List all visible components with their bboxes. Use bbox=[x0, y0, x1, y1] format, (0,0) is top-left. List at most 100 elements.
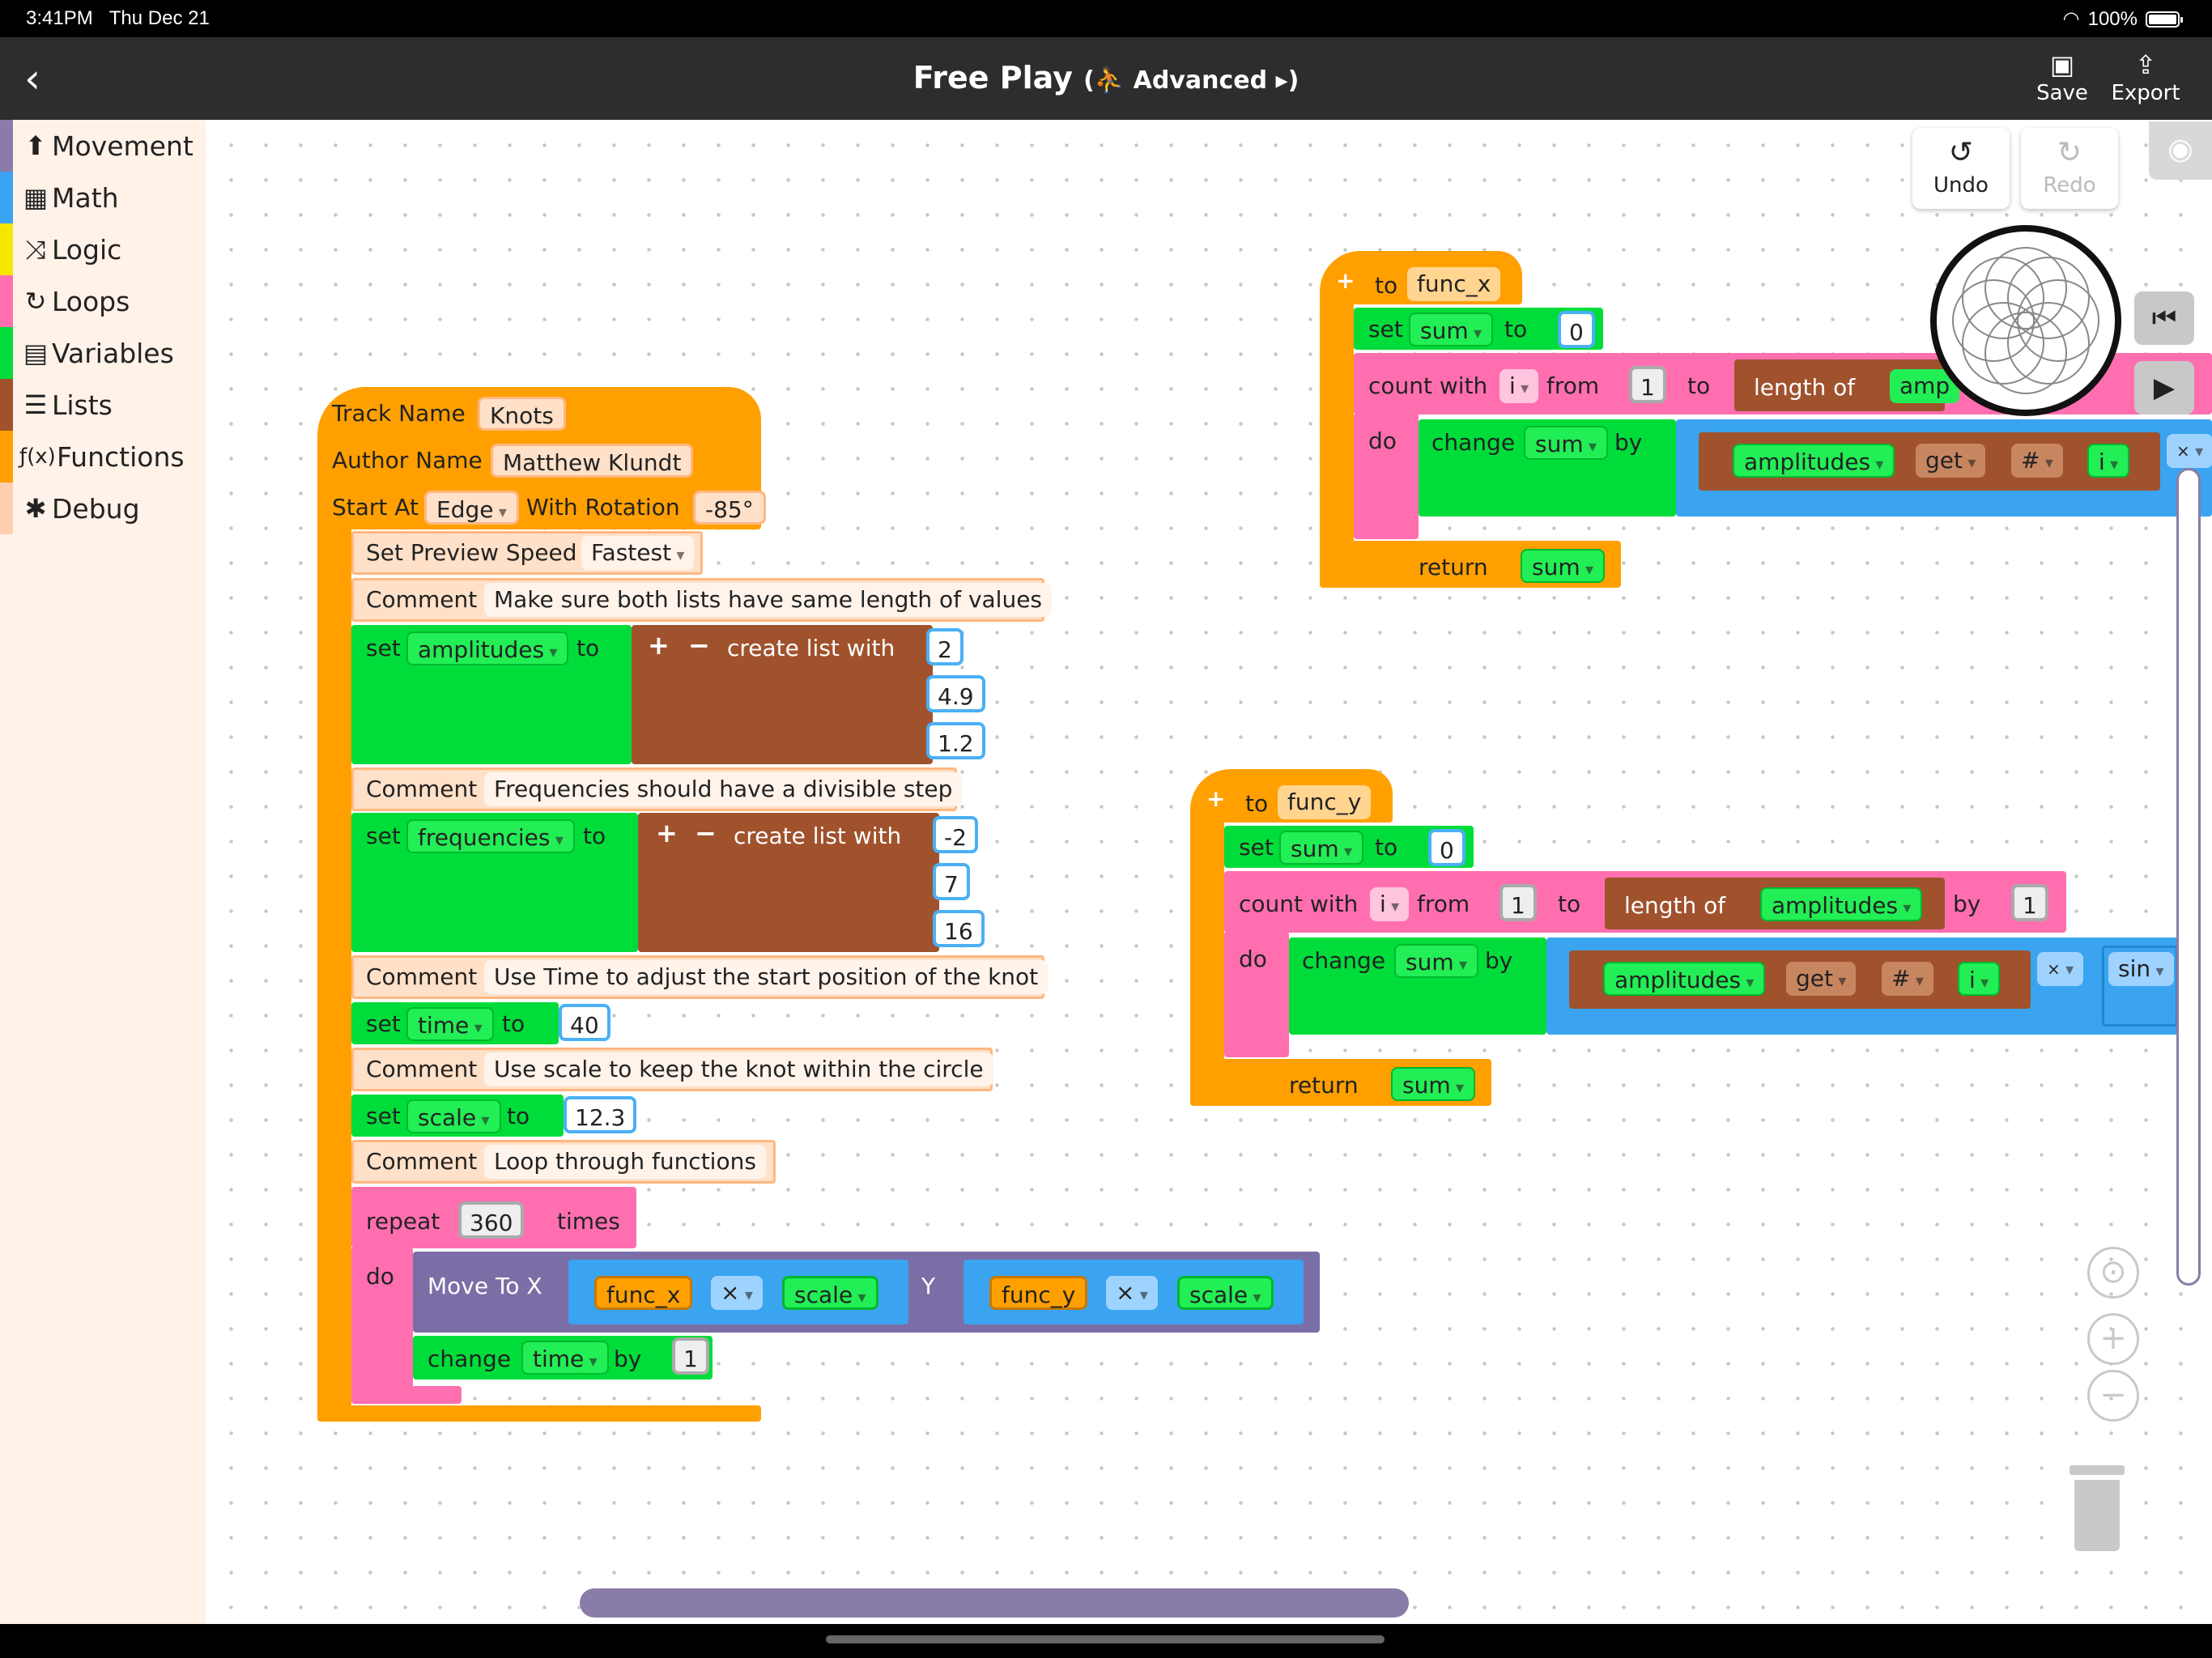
var-frequencies-dropdown[interactable]: frequencies bbox=[406, 819, 575, 853]
repeat-count-field[interactable]: 360 bbox=[458, 1201, 525, 1239]
time-value[interactable]: 40 bbox=[559, 1004, 610, 1041]
top-bar: ‹ Free Play (⛹ Advanced ▸) ▣Save ⇪Export bbox=[0, 37, 2212, 120]
list-remove-button[interactable]: − bbox=[695, 818, 717, 848]
from-value[interactable]: 1 bbox=[1499, 884, 1537, 921]
rewind-button[interactable]: ⏮ bbox=[2134, 291, 2194, 345]
set-label: set bbox=[366, 1103, 401, 1129]
var-time-dropdown[interactable]: time bbox=[521, 1341, 609, 1375]
horizontal-scrollbar[interactable] bbox=[580, 1588, 1409, 1618]
step-value[interactable]: 1 bbox=[2011, 884, 2048, 921]
change-by-value[interactable]: 1 bbox=[672, 1337, 709, 1375]
frequency-value-2[interactable]: 7 bbox=[933, 863, 970, 900]
get-dropdown[interactable]: get bbox=[1786, 962, 1857, 996]
create-list-block[interactable] bbox=[638, 813, 939, 952]
index-mode-dropdown[interactable]: # bbox=[1882, 962, 1933, 996]
by-label: by bbox=[1485, 947, 1513, 974]
return-sum[interactable]: sum bbox=[1521, 549, 1606, 583]
list-add-button[interactable]: + bbox=[656, 818, 678, 848]
category-math[interactable]: ▦Math bbox=[0, 172, 206, 223]
var-sum-dropdown[interactable]: sum bbox=[1394, 944, 1479, 978]
func-y-name-field[interactable]: func_y bbox=[1278, 785, 1372, 819]
var-amplitudes-dropdown[interactable]: amplitudes bbox=[1603, 962, 1766, 996]
sum-init-value[interactable]: 0 bbox=[1428, 829, 1465, 866]
frequency-value-3[interactable]: 16 bbox=[933, 910, 985, 947]
list-remove-button[interactable]: − bbox=[688, 630, 710, 661]
var-scale[interactable]: scale bbox=[782, 1276, 878, 1310]
category-loops[interactable]: ↻Loops bbox=[0, 275, 206, 327]
var-sum-dropdown[interactable]: sum bbox=[1524, 426, 1609, 460]
start-at-dropdown[interactable]: Edge bbox=[424, 491, 519, 525]
comment-text-4[interactable]: Use scale to keep the knot within the ci… bbox=[484, 1052, 993, 1086]
save-button[interactable]: ▣Save bbox=[2026, 49, 2099, 105]
var-time-dropdown[interactable]: time bbox=[406, 1007, 494, 1041]
comment-text-1[interactable]: Make sure both lists have same length of… bbox=[484, 583, 1053, 617]
category-variables[interactable]: ▤Variables bbox=[0, 327, 206, 379]
track-name-field[interactable]: Knots bbox=[478, 397, 566, 431]
scale-value[interactable]: 12.3 bbox=[564, 1096, 637, 1133]
comment-text-2[interactable]: Frequencies should have a divisible step bbox=[484, 772, 963, 806]
multiply-op[interactable]: × bbox=[711, 1276, 763, 1310]
index-var-dropdown[interactable]: i bbox=[1370, 887, 1410, 921]
var-scale[interactable]: scale bbox=[1177, 1276, 1274, 1310]
var-amplitudes-dropdown[interactable]: amplitudes bbox=[1733, 444, 1895, 478]
export-button[interactable]: ⇪Export bbox=[2105, 49, 2186, 105]
play-button[interactable]: ▶ bbox=[2134, 361, 2194, 414]
list-var-partial[interactable]: amp bbox=[1890, 369, 1960, 403]
recenter-icon[interactable]: ⊙ bbox=[2087, 1247, 2139, 1299]
frequency-value-1[interactable]: -2 bbox=[933, 816, 978, 853]
trash-icon[interactable] bbox=[2069, 1465, 2125, 1551]
create-list-block[interactable] bbox=[632, 625, 933, 764]
multiply-op[interactable]: × bbox=[1106, 1276, 1158, 1310]
mode-button[interactable]: (⛹ Advanced ▸) bbox=[1083, 66, 1300, 95]
var-amplitudes-dropdown[interactable]: amplitudes bbox=[406, 631, 569, 665]
var-sum-dropdown[interactable]: sum bbox=[1409, 312, 1494, 346]
call-func-y[interactable]: func_y bbox=[989, 1276, 1088, 1310]
func-x-to-label: to bbox=[1375, 272, 1398, 299]
amplitude-value-2[interactable]: 4.9 bbox=[926, 675, 985, 712]
sum-init-value[interactable]: 0 bbox=[1558, 311, 1595, 348]
category-debug[interactable]: ✱Debug bbox=[0, 483, 206, 534]
do-label: do bbox=[1368, 427, 1397, 454]
back-button[interactable]: ‹ bbox=[24, 55, 40, 102]
func-x-name-field[interactable]: func_x bbox=[1407, 267, 1501, 301]
rotation-field[interactable]: -85° bbox=[693, 491, 766, 525]
category-logic[interactable]: ⤨Logic bbox=[0, 223, 206, 275]
var-i-dropdown[interactable]: i bbox=[1958, 962, 2001, 996]
func-x-add-param[interactable]: + bbox=[1336, 267, 1355, 294]
category-movement[interactable]: ⬆Movement bbox=[0, 120, 206, 172]
category-functions[interactable]: ƒ(x)Functions bbox=[0, 431, 206, 483]
zoom-in-icon[interactable]: + bbox=[2087, 1313, 2139, 1365]
var-sum-dropdown[interactable]: sum bbox=[1279, 831, 1364, 865]
comment-text-3[interactable]: Use Time to adjust the start position of… bbox=[484, 960, 1049, 994]
var-scale-dropdown[interactable]: scale bbox=[406, 1099, 501, 1133]
create-list-label: create list with bbox=[734, 823, 902, 849]
sin-dropdown[interactable]: sin bbox=[2108, 952, 2174, 986]
func-y-add-param[interactable]: + bbox=[1206, 785, 1226, 812]
category-lists[interactable]: ☰Lists bbox=[0, 379, 206, 431]
multiply-op[interactable]: × bbox=[2037, 952, 2084, 986]
amplitude-value-1[interactable]: 2 bbox=[926, 628, 963, 665]
track-preview[interactable] bbox=[1930, 225, 2121, 416]
multiply-op[interactable]: × bbox=[2167, 434, 2212, 468]
undo-button[interactable]: ↺Undo bbox=[1912, 128, 2010, 209]
zoom-out-icon[interactable]: − bbox=[2087, 1370, 2139, 1422]
return-sum[interactable]: sum bbox=[1391, 1067, 1476, 1101]
redo-label: Redo bbox=[2043, 173, 2096, 198]
redo-button[interactable]: ↻Redo bbox=[2021, 128, 2118, 209]
vertical-scrollbar[interactable] bbox=[2176, 468, 2201, 1286]
eye-icon[interactable]: ◉ bbox=[2149, 121, 2212, 180]
list-add-button[interactable]: + bbox=[648, 630, 670, 661]
amplitude-value-3[interactable]: 1.2 bbox=[926, 722, 985, 759]
author-name-field[interactable]: Matthew Klundt bbox=[491, 444, 694, 478]
preview-speed-dropdown[interactable]: Fastest bbox=[581, 536, 695, 570]
call-func-x[interactable]: func_x bbox=[594, 1276, 693, 1310]
comment-text-5[interactable]: Loop through functions bbox=[484, 1145, 766, 1179]
var-i-dropdown[interactable]: i bbox=[2087, 444, 2130, 478]
index-mode-dropdown[interactable]: # bbox=[2011, 444, 2063, 478]
do-label: do bbox=[366, 1263, 394, 1290]
get-dropdown[interactable]: get bbox=[1916, 444, 1986, 478]
from-value[interactable]: 1 bbox=[1629, 366, 1666, 403]
var-amplitudes-dropdown[interactable]: amplitudes bbox=[1760, 887, 1923, 921]
index-var-dropdown[interactable]: i bbox=[1499, 369, 1539, 403]
undo-label: Undo bbox=[1933, 173, 1989, 198]
